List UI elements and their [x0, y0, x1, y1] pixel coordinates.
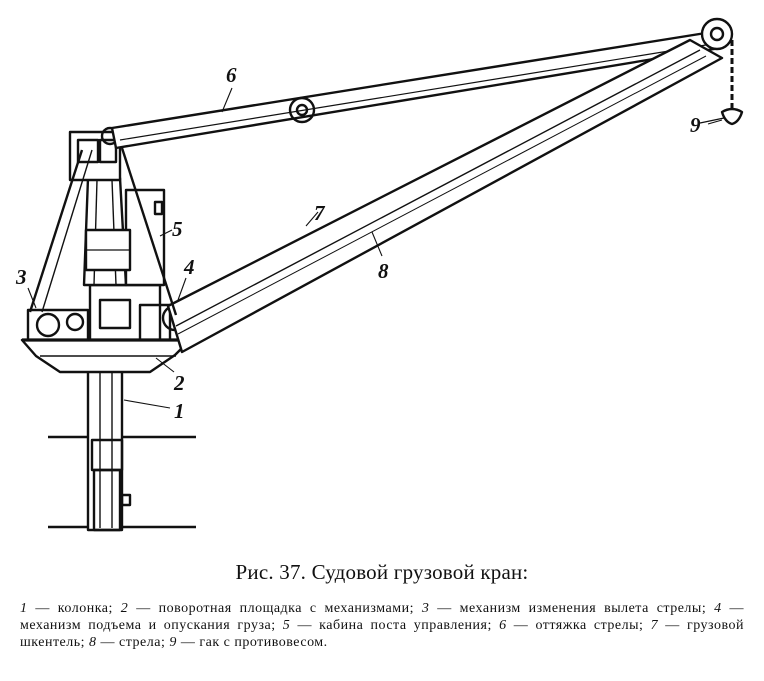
- legend-item-2: 2 — поворотная площадка с механизмами;: [120, 601, 422, 616]
- legend-item-6: 6 — оттяжка стрелы;: [499, 618, 651, 633]
- label-2: 2: [173, 371, 185, 395]
- boom: [166, 38, 724, 354]
- leader-lines: [27, 87, 723, 409]
- label-1: 1: [174, 399, 185, 423]
- legend-item-9: 9 — гак с противовесом.: [169, 635, 328, 650]
- legend-item-1: 1 — колонка;: [20, 601, 121, 616]
- crane-drawing: 6 7 8 3 4 5 2 1 9: [15, 17, 744, 532]
- rotating-platform: [20, 338, 192, 374]
- legend-item-8: 8 — стрела;: [89, 635, 170, 650]
- label-4: 4: [183, 255, 195, 279]
- machinery: [26, 283, 189, 342]
- label-7: 7: [314, 201, 326, 225]
- label-3: 3: [15, 265, 27, 289]
- tower-head: [68, 126, 122, 182]
- label-6: 6: [226, 63, 237, 87]
- legend-item-3: 3 — механизм изменения вылета стрелы;: [421, 601, 715, 616]
- figure-caption-title: Рис. 37. Судовой грузовой кран:: [235, 560, 529, 584]
- cabin: [84, 188, 166, 287]
- column: [86, 358, 132, 532]
- figure-legend: 1 — колонка; 2 — поворотная площадка с м…: [20, 600, 744, 651]
- head-sheave: [700, 17, 734, 51]
- legend-item-4: 4 — механизм подъема и опускания груза;: [20, 601, 745, 633]
- hoist-wire: [120, 147, 178, 316]
- label-9: 9: [690, 113, 701, 137]
- legend-item-7: 7 — грузовой шкентель;: [20, 618, 744, 650]
- hook: [699, 40, 744, 126]
- label-8: 8: [378, 259, 389, 283]
- legend-item-5: 5 — кабина поста управления;: [282, 618, 500, 633]
- label-5: 5: [172, 217, 183, 241]
